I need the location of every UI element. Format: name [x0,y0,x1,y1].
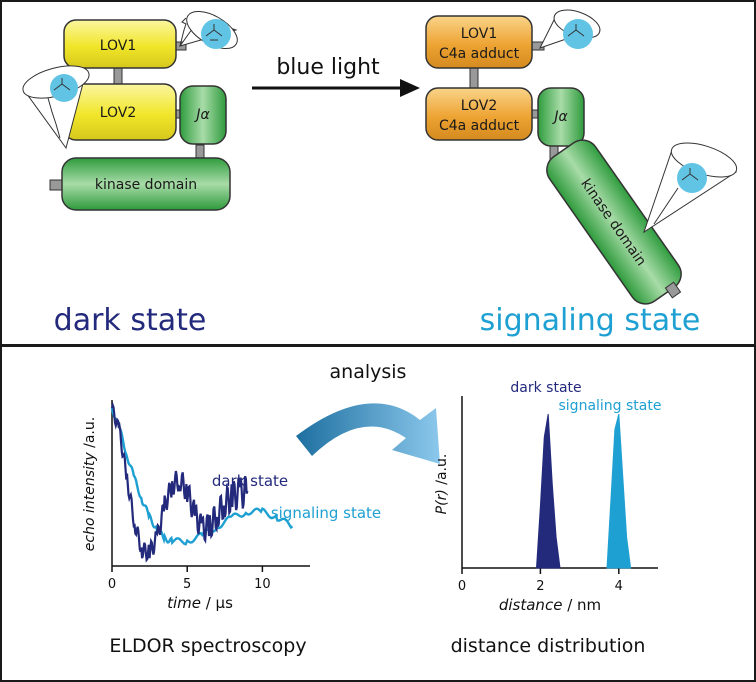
dist-ylabel: P(r) /a.u. [434,454,450,515]
dark-state-protein: LOV1 LOV2 Jα kinase domain [22,10,238,211]
eldor-legend-dark: dark state [212,472,288,490]
eldor-xlabel: time / μs [167,594,233,612]
sig-lov1-label-2: C4a adduct [439,46,520,62]
eldor-caption: ELDOR spectroscopy [109,635,306,657]
eldor-legend-signal: signaling state [271,504,381,522]
eldor-ylabel-italic: echo intensity [82,452,98,552]
blue-light-label: blue light [276,55,380,80]
analysis-label: analysis [330,361,407,383]
sig-ja-label: Jα [551,109,568,125]
sig-ja-helix [537,87,585,147]
eldor-xlabel-unit: / μs [201,594,233,612]
dark-spin-label-lov1 [178,10,238,50]
eldor-series-dark [110,401,249,563]
dist-xtick-label: 0 [458,579,466,594]
sig-nitroxide-circle-2 [677,163,707,193]
dark-nitroxide-circle-1 [201,19,231,49]
sig-lov1-domain [425,15,533,69]
eldor-xtick-label: 0 [108,577,116,592]
signaling-state-protein: LOV1 C4a adduct LOV2 C4a adduct Jα kinas… [425,9,738,305]
sig-lov1-label-1: LOV1 [461,26,498,42]
dark-nitroxide-circle-2 [50,74,78,102]
dist-xlabel: distance / nm [499,596,601,614]
dist-xtick-label: 4 [615,579,623,594]
sig-lov2-label-2: C4a adduct [439,118,520,134]
signaling-state-title: signaling state [480,303,701,338]
dark-kinase-label: kinase domain [95,177,197,193]
bottom-panel-frame [0,345,756,682]
dark-lov1-label: LOV1 [100,38,137,54]
dist-ylabel-italic: P(r) [434,489,450,514]
dist-peak-dark [535,413,561,569]
dist-ylabel-unit: /a.u. [434,454,450,490]
eldor-xtick-label: 10 [254,577,271,592]
sig-kinase-domain [546,139,682,305]
analysis-arrow [296,403,440,464]
dark-spin-label-lov2 [22,65,90,150]
dist-caption: distance distribution [451,635,646,657]
dist-legend-signal: signaling state [559,398,662,414]
dark-lov1-domain [63,19,177,69]
dark-ja-helix [179,85,227,145]
sig-nitroxide-circle-1 [563,19,593,49]
eldor-xlabel-italic: time [167,594,201,612]
sig-spin-label-kinase [643,142,738,234]
sig-linker-lov1-lov2 [469,65,479,89]
eldor-ylabel: echo intensity /a.u. [82,417,98,551]
dist-xlabel-unit: / nm [562,596,601,614]
dark-kinase-domain [61,157,231,211]
dist-legend-dark: dark state [510,380,581,396]
dark-lov2-label: LOV2 [100,105,137,121]
eldor-ylabel-unit: /a.u. [82,417,98,453]
eldor-series-signaling [110,407,294,546]
dist-peak-signaling [606,413,632,569]
dist-xlabel-italic: distance [499,596,563,614]
dist-xtick-label: 2 [536,579,544,594]
sig-kinase-terminus [664,281,682,299]
dark-state-title: dark state [54,303,207,338]
eldor-plot: 0 5 10 echo intensity /a.u. time / μs dark… [82,400,381,657]
sig-lov2-label-1: LOV2 [461,98,498,114]
blue-light-arrow [252,79,420,97]
eldor-xtick-label: 5 [183,577,191,592]
dark-ja-label: Jα [193,107,210,123]
sig-lov2-domain [425,87,533,141]
sig-spin-label-lov1 [539,9,601,49]
